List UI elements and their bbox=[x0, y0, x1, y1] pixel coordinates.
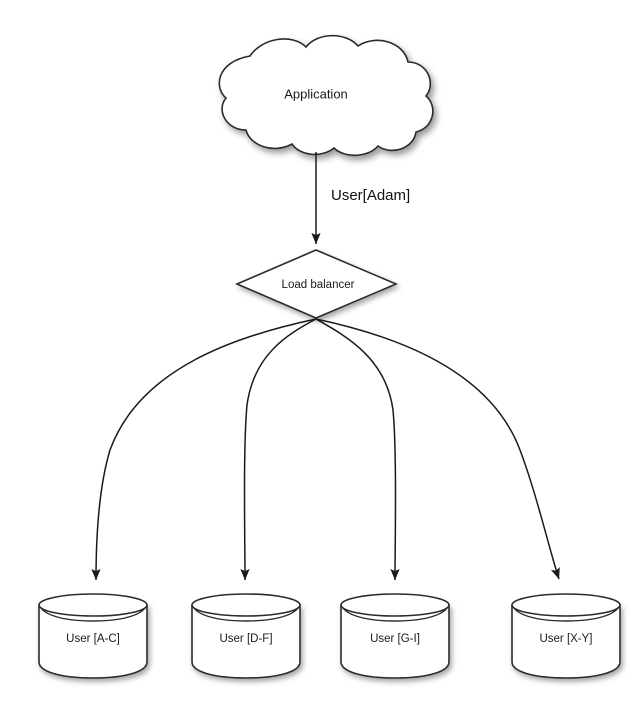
database-node-d-f[interactable]: User [D-F] bbox=[191, 593, 301, 679]
diamond-shape bbox=[234, 249, 399, 319]
cylinder-top-g-i bbox=[340, 593, 450, 617]
edge-balancer-to-db-x-y bbox=[315, 318, 560, 580]
edge-balancer-to-db-g-i bbox=[315, 318, 400, 581]
cylinder-body-a-c bbox=[38, 604, 148, 679]
cylinder-body-g-i bbox=[340, 604, 450, 679]
edge-label-user-adam: User[Adam] bbox=[331, 187, 410, 204]
cloud-shape bbox=[218, 34, 434, 157]
edge-line-db-d-f bbox=[240, 318, 317, 581]
cylinder-rim-a-c bbox=[40, 607, 146, 622]
database-node-x-y[interactable]: User [X-Y] bbox=[511, 593, 621, 679]
database-node-g-i[interactable]: User [G-I] bbox=[340, 593, 450, 679]
cylinder-top-x-y bbox=[511, 593, 621, 617]
database-node-a-c[interactable]: User [A-C] bbox=[38, 593, 148, 679]
database-label-a-c: User [A-C] bbox=[66, 633, 120, 645]
cylinder-rim-d-f bbox=[193, 607, 299, 622]
cylinder-rim-x-y bbox=[513, 607, 619, 622]
load-balancer-label: Load balancer bbox=[282, 279, 355, 291]
edge-balancer-to-db-a-c bbox=[91, 318, 317, 581]
cylinder-top-d-f bbox=[191, 593, 301, 617]
edge-line-db-x-y bbox=[315, 318, 560, 580]
database-label-x-y: User [X-Y] bbox=[539, 633, 592, 645]
edge-application-to-balancer: User[Adam] bbox=[311, 152, 410, 245]
edge-line-db-a-c bbox=[91, 318, 317, 581]
edge-line-db-g-i bbox=[315, 318, 400, 581]
cylinder-rim-g-i bbox=[342, 607, 448, 622]
database-label-g-i: User [G-I] bbox=[370, 633, 420, 645]
cylinder-body-x-y bbox=[511, 604, 621, 679]
cylinder-top-a-c bbox=[38, 593, 148, 617]
database-label-d-f: User [D-F] bbox=[219, 633, 272, 645]
edge-balancer-to-db-d-f bbox=[240, 318, 317, 581]
cylinder-body-d-f bbox=[191, 604, 301, 679]
application-cloud-label: Application bbox=[284, 86, 348, 101]
application-cloud-node[interactable]: Application bbox=[218, 34, 434, 157]
load-balancer-node[interactable]: Load balancer bbox=[234, 249, 399, 319]
